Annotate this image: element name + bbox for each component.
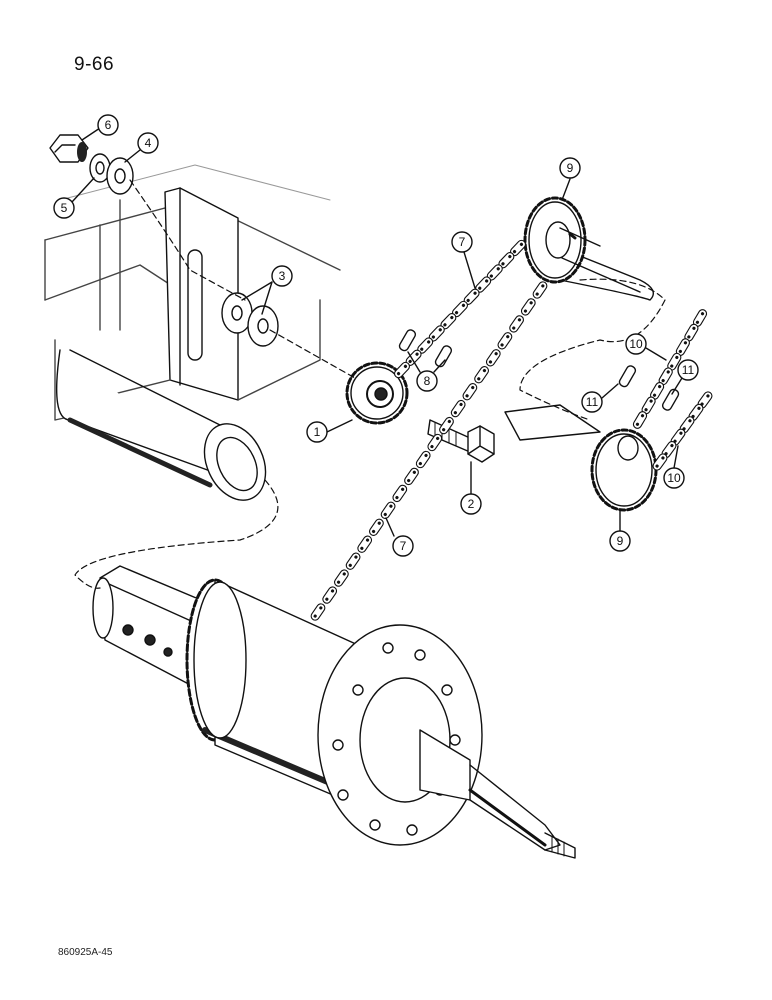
flat-washer [106,157,134,195]
callout-8: 8 [407,351,446,392]
svg-text:1: 1 [314,425,321,439]
connecting-links [398,329,453,368]
svg-text:7: 7 [459,235,466,249]
callout-2: 2 [460,461,482,515]
idler-sprocket [345,361,409,425]
chain-link [308,601,328,623]
chain-link [449,398,468,419]
chain-link [530,279,550,301]
spacer-washers [221,292,279,347]
callout-10-lower: 10 [663,445,685,489]
callout-7-upper: 7 [451,231,476,289]
svg-text:10: 10 [667,471,681,485]
svg-text:8: 8 [424,374,431,388]
svg-text:5: 5 [61,201,68,215]
tube [56,349,267,501]
callout-10-upper: 10 [625,333,667,361]
page-number: 9-66 [74,54,115,75]
chain-link [343,550,363,572]
chain-link [507,313,526,335]
svg-text:6: 6 [105,118,112,132]
svg-text:3: 3 [279,269,286,283]
chain-link [495,330,515,352]
chain-link [332,567,351,589]
roller-chain-lower [308,279,550,623]
svg-text:7: 7 [400,539,407,553]
axle-hub-assembly [92,565,576,859]
callout-4: 4 [124,132,159,163]
svg-text:10: 10 [629,337,643,351]
svg-text:11: 11 [586,395,599,409]
chain-link [460,381,480,403]
frame-bracket [44,164,341,421]
roller-chain-right-b [650,389,715,473]
hex-nut [49,134,89,163]
chain-link [378,499,398,521]
roller-chain-upper [392,238,528,380]
callout-11-right: 11 [671,359,699,395]
callout-1: 1 [306,419,353,443]
chain-link [414,449,433,470]
document-code: 860925A-45 [58,947,113,958]
upper-drive-sprocket [523,196,654,301]
callout-5: 5 [53,177,95,219]
callout-11-left: 11 [581,383,619,413]
offset-links [618,365,680,411]
chain-link [472,364,491,386]
lower-right-sprocket [504,404,658,512]
chain-link [320,584,339,606]
chain-link [631,409,649,431]
chain-link [355,533,374,555]
chain-link [425,432,444,453]
svg-text:9: 9 [617,534,624,548]
callout-9-upper: 9 [559,157,581,201]
assembly-dashed-lines [74,179,666,589]
callout-9-lower: 9 [609,509,631,552]
chain-link [367,516,386,538]
chain-link [402,466,421,487]
callout-3: 3 [241,265,293,315]
svg-text:4: 4 [145,136,152,150]
svg-text:11: 11 [682,363,695,377]
callout-7-lower: 7 [385,517,414,557]
svg-text:2: 2 [468,497,475,511]
hex-bolt [427,419,495,463]
svg-text:9: 9 [567,161,574,175]
chain-link [519,296,538,318]
callout-6: 6 [81,114,119,141]
chain-link [484,347,503,369]
chain-link [390,483,409,504]
